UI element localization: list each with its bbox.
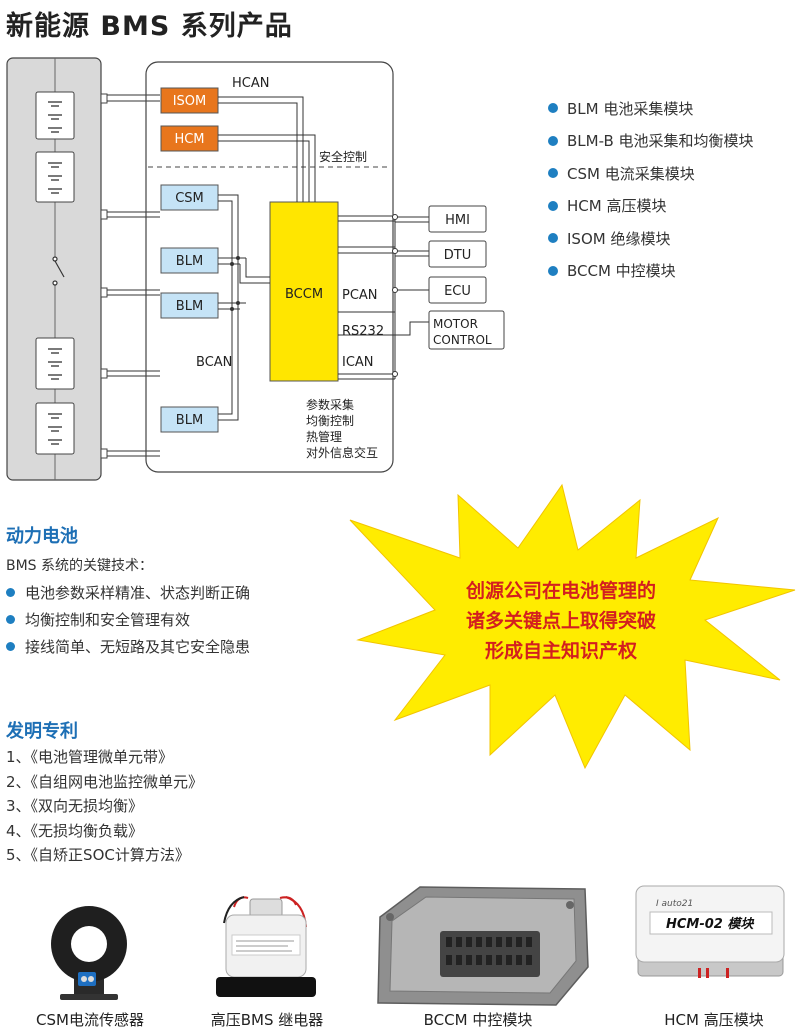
bullet-icon — [6, 615, 15, 624]
hmi-box — [428, 205, 487, 233]
bullet-icon — [548, 168, 558, 179]
list-item: 2、《自组网电池监控微单元》 — [6, 772, 204, 791]
list-item: 电池参数采样精准、状态判断正确 — [6, 579, 250, 606]
bms-system-diagram: ISOM HCM CSM BLM BLM BLM BCCM HMI DTU EC… — [6, 57, 505, 481]
battery-bullets: 电池参数采样精准、状态判断正确 均衡控制和安全管理有效 接线简单、无短路及其它安… — [6, 579, 250, 660]
isom-label: ISOM — [173, 94, 207, 109]
list-item: 4、《无损均衡负载》 — [6, 821, 144, 840]
bullet-icon — [548, 103, 558, 114]
blm-module — [160, 292, 219, 319]
battery-cell-symbols — [48, 101, 62, 445]
blm-label: BLM — [176, 299, 203, 314]
list-item: 3、《双向无损均衡》 — [6, 797, 144, 815]
starburst-shape — [349, 483, 796, 770]
bullet-icon — [548, 233, 558, 244]
highlight-text: 创源公司在电池管理的 诸多关键点上取得突破 形成自主知识产权 — [465, 580, 656, 662]
page-title: 新能源 BMS 系列产品 — [6, 11, 293, 42]
blm-module — [160, 406, 219, 433]
bullet-icon — [548, 135, 558, 146]
blm-label: BLM — [176, 254, 203, 269]
list-item: CSM 电流采集模块 — [548, 157, 754, 190]
terminal-dots — [392, 214, 398, 377]
wire-junctions — [230, 256, 240, 311]
hcm-product-label: HCM-02 模块 — [666, 916, 754, 932]
list-item: HCM 高压模块 — [548, 190, 754, 223]
battery-cell — [35, 91, 75, 455]
motor-control-box — [428, 310, 505, 350]
safety-control-label: 安全控制 — [319, 149, 367, 164]
blm-module — [160, 247, 219, 274]
controller-frame — [145, 61, 394, 473]
pack-wires — [107, 94, 160, 457]
battery-heading: 动力电池 — [6, 526, 78, 547]
bccm-module — [269, 201, 339, 382]
bullet-icon — [6, 642, 15, 651]
hcm-label: HCM — [174, 132, 204, 147]
rs232-label: RS232 — [342, 324, 384, 339]
product-caption: 高压BMS 继电器 — [210, 1011, 324, 1029]
hcm-brand-mark: I auto21 — [656, 899, 693, 909]
list-item: 1、《电池管理微单元带》 — [6, 748, 174, 766]
dtu-label: DTU — [444, 248, 471, 263]
bullet-icon — [548, 265, 558, 276]
relay-image — [216, 896, 316, 997]
product-caption: HCM 高压模块 — [664, 1011, 764, 1029]
patent-list: 1、《电池管理微单元带》 2、《自组网电池监控微单元》 3、《双向无损均衡》 4… — [6, 745, 203, 868]
battery-switch — [50, 256, 65, 286]
bcan-label: BCAN — [196, 355, 232, 370]
motor-label: MOTOR — [433, 317, 478, 331]
ecu-box — [428, 276, 487, 304]
hcm-module — [160, 125, 219, 152]
list-item: 5、《自矫正SOC计算方法》 — [6, 846, 190, 864]
hcan-label: HCAN — [232, 76, 269, 91]
pcan-label: PCAN — [342, 288, 378, 303]
patents-heading: 发明专利 — [6, 721, 78, 742]
list-item: BLM 电池采集模块 — [548, 92, 754, 125]
function-label: 对外信息交互 — [306, 445, 378, 460]
list-item: 均衡控制和安全管理有效 — [6, 606, 250, 633]
module-list: BLM 电池采集模块 BLM-B 电池采集和均衡模块 CSM 电流采集模块 HC… — [548, 92, 754, 287]
csm-module — [160, 184, 219, 211]
function-label: 参数采集 — [306, 397, 354, 412]
ecu-label: ECU — [444, 284, 471, 299]
csm-label: CSM — [175, 191, 204, 206]
product-caption: CSM电流传感器 — [36, 1011, 144, 1029]
hmi-label: HMI — [445, 213, 470, 228]
product-caption: BCCM 中控模块 — [423, 1011, 533, 1029]
bccm-controller-image — [377, 886, 589, 1006]
function-label: 均衡控制 — [306, 414, 354, 428]
bccm-label: BCCM — [285, 287, 323, 302]
csm-sensor-image — [51, 906, 127, 1000]
bullet-icon — [548, 200, 558, 211]
bullet-icon — [6, 588, 15, 597]
battery-intro: BMS 系统的关键技术： — [6, 558, 154, 574]
function-label: 热管理 — [306, 429, 342, 444]
connector — [100, 93, 108, 459]
list-item: ISOM 绝缘模块 — [548, 222, 754, 255]
list-item: BLM-B 电池采集和均衡模块 — [548, 125, 754, 158]
control-label: CONTROL — [433, 333, 492, 347]
blm-label: BLM — [176, 413, 203, 428]
list-item: 接线简单、无短路及其它安全隐患 — [6, 633, 250, 660]
isom-module — [160, 87, 219, 114]
ican-label: ICAN — [342, 355, 374, 370]
dtu-box — [428, 240, 487, 268]
list-item: BCCM 中控模块 — [548, 255, 754, 288]
hcm-module-image: I auto21 HCM-02 模块 — [635, 885, 785, 978]
